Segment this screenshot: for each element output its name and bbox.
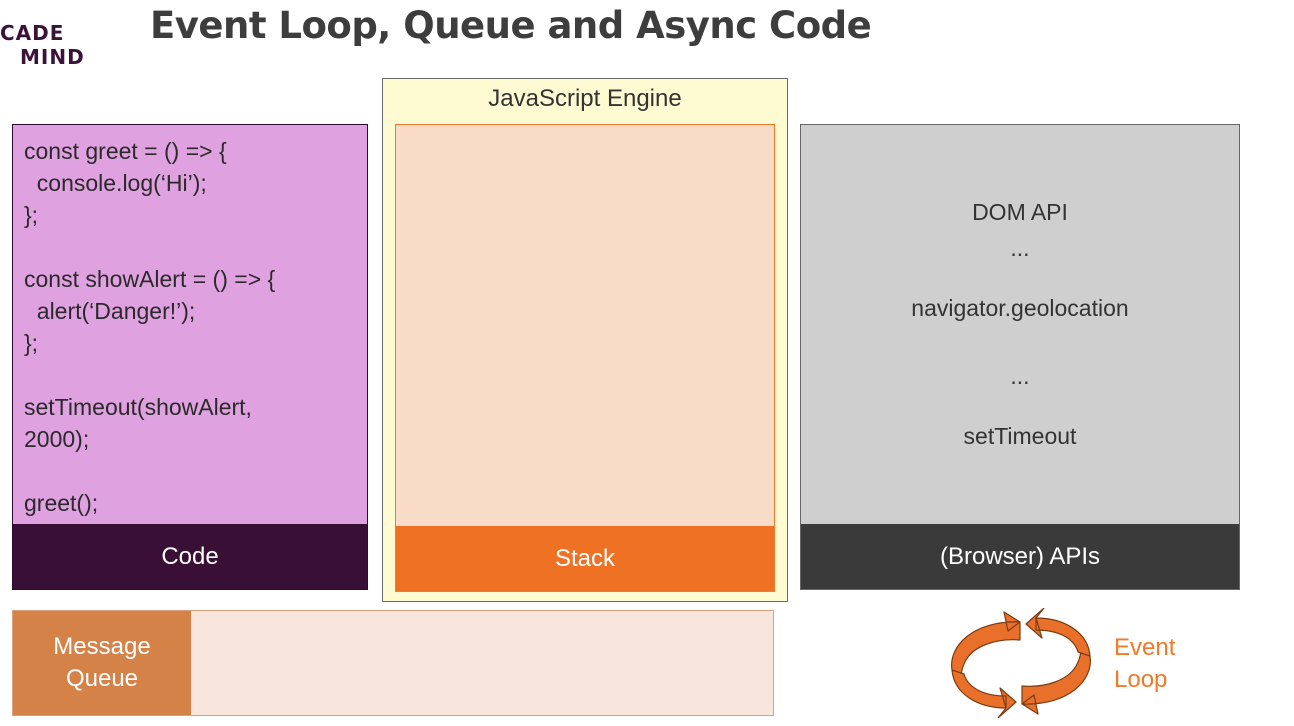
code-line: 2000); [24, 426, 90, 452]
code-line: const greet = () => { [24, 138, 227, 164]
code-line [24, 359, 367, 391]
message-queue: Message Queue [12, 610, 774, 716]
code-line: setTimeout(showAlert, [24, 394, 252, 420]
stack-panel: Stack [395, 124, 775, 592]
api-item-dom: DOM API [972, 199, 1068, 225]
code-block: const greet = () => { console.log(‘Hi’);… [13, 125, 367, 525]
queue-label: Message Queue [13, 611, 191, 715]
code-label: Code [13, 524, 367, 589]
code-line: const showAlert = () => { [24, 266, 276, 292]
event-loop-icon [951, 608, 1091, 718]
loop-arrow-left [951, 669, 1017, 718]
code-line: }; [24, 202, 39, 228]
logo-line-2: MIND [20, 45, 85, 69]
api-item-ellipsis: ... [1010, 235, 1030, 261]
code-line [24, 455, 367, 487]
event-loop-label: Event Loop [1114, 632, 1175, 696]
code-line: greet(); [24, 490, 99, 516]
event-loop-label-line-1: Event [1114, 634, 1176, 661]
api-item-geolocation: navigator.geolocation [911, 295, 1129, 321]
loop-arrow-right [1025, 608, 1091, 657]
code-line: console.log(‘Hi’); [24, 170, 207, 196]
code-panel: const greet = () => { console.log(‘Hi’);… [12, 124, 368, 590]
code-line [24, 231, 367, 263]
queue-label-line-2: Queue [65, 665, 139, 692]
javascript-engine: JavaScript Engine Stack [382, 78, 788, 602]
slide-title: Event Loop, Queue and Async Code [150, 4, 872, 47]
apis-label: (Browser) APIs [801, 524, 1239, 589]
browser-apis-panel: DOM API ... navigator.geolocation ... se… [800, 124, 1240, 590]
api-item-ellipsis: ... [1010, 363, 1030, 389]
queue-label-line-1: Message [53, 633, 151, 660]
code-line: alert(‘Danger!’); [24, 298, 196, 324]
engine-title: JavaScript Engine [488, 85, 682, 112]
logo-line-1: CADE [0, 21, 65, 45]
api-item-settimeout: setTimeout [963, 423, 1077, 449]
stack-label: Stack [396, 526, 774, 591]
event-loop-label-line-2: Loop [1114, 666, 1168, 693]
code-line: }; [24, 330, 39, 356]
